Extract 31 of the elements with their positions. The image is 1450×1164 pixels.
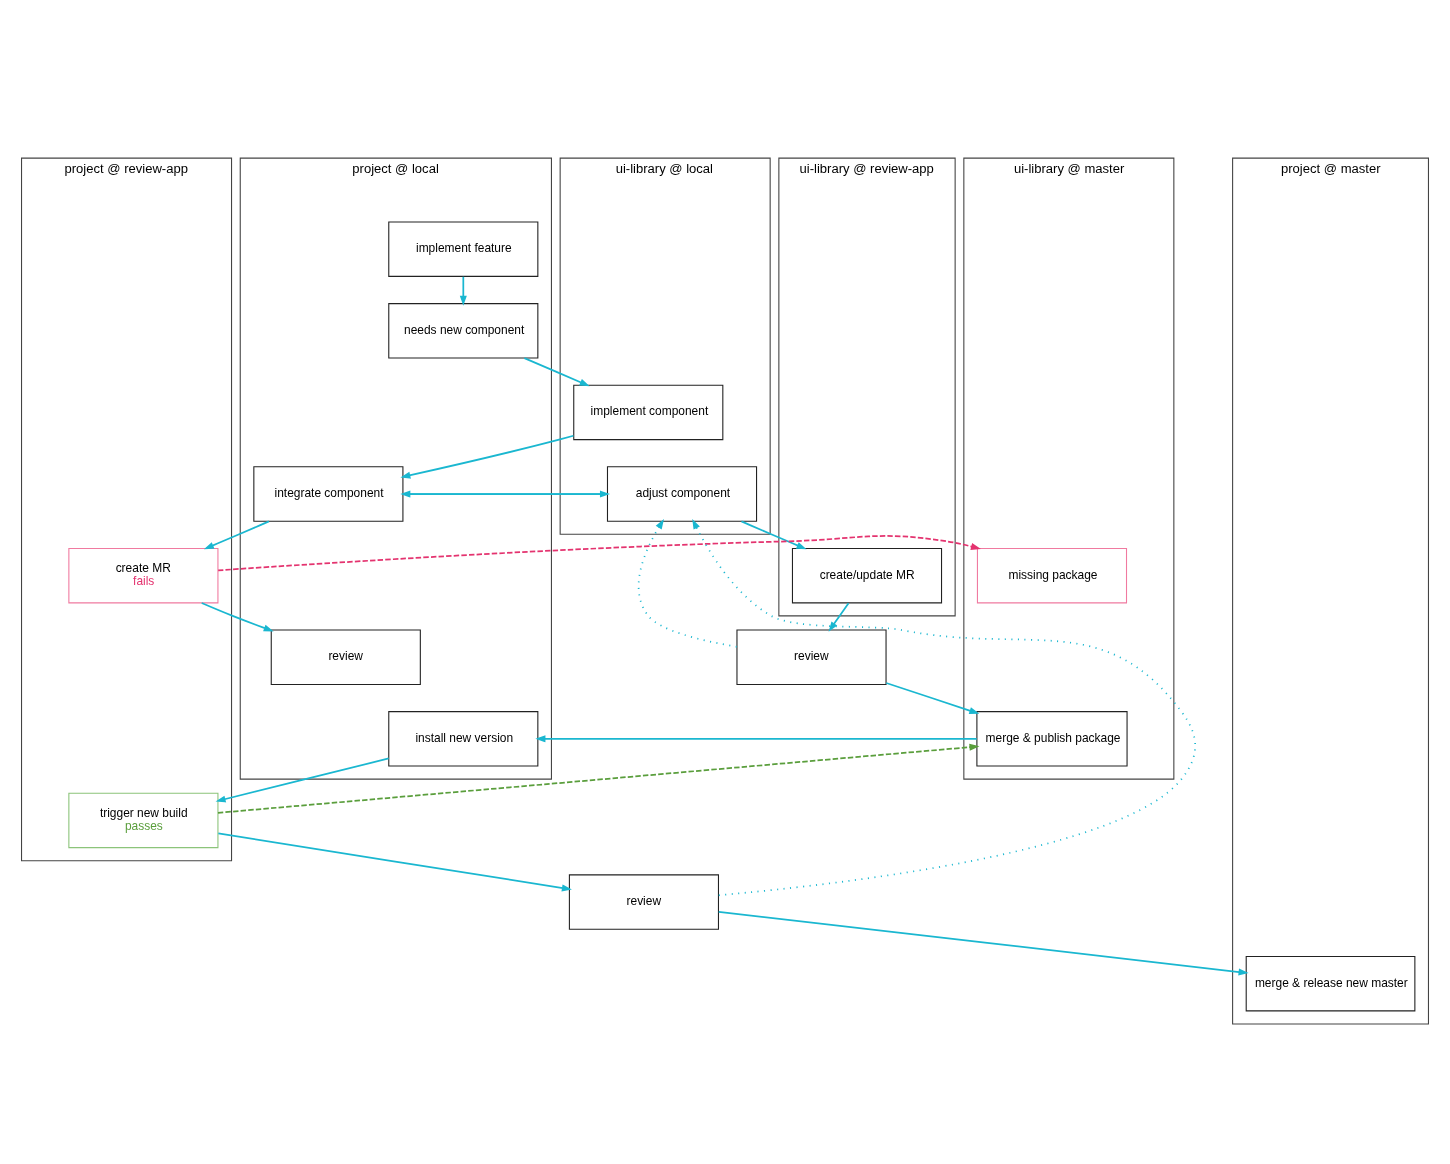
node-box: trigger new build passes [68, 792, 219, 848]
arrow [523, 356, 590, 386]
node-box: integrate component [253, 465, 404, 522]
arrow [637, 518, 738, 648]
arrow [459, 275, 467, 306]
arrow [215, 757, 390, 802]
node-box: missing package [976, 547, 1128, 603]
arrow [203, 520, 270, 549]
arrow [717, 910, 1249, 975]
arrow [200, 601, 274, 631]
node-box: implement component [573, 384, 724, 440]
node-box: review [736, 629, 887, 685]
node-box: create/update MR [791, 547, 943, 603]
arrow [217, 743, 980, 814]
node-box: install new version [388, 710, 539, 767]
arrow [535, 734, 978, 742]
node-box: merge & release new master [1245, 955, 1416, 1011]
node-box: review [568, 873, 719, 930]
node-box: merge & publish package [976, 710, 1128, 767]
node-box: review [270, 629, 421, 685]
node-box: needs new component [388, 302, 539, 359]
arrow [828, 601, 850, 632]
arrow [885, 681, 980, 714]
node-box: create MR fails [68, 547, 219, 603]
arrow [400, 434, 575, 479]
arrow [692, 518, 1197, 896]
arrow [740, 520, 807, 549]
node-box: implement feature [388, 220, 539, 277]
arrow [217, 534, 981, 571]
node-box: adjust component [606, 465, 758, 522]
arrow [217, 832, 572, 891]
